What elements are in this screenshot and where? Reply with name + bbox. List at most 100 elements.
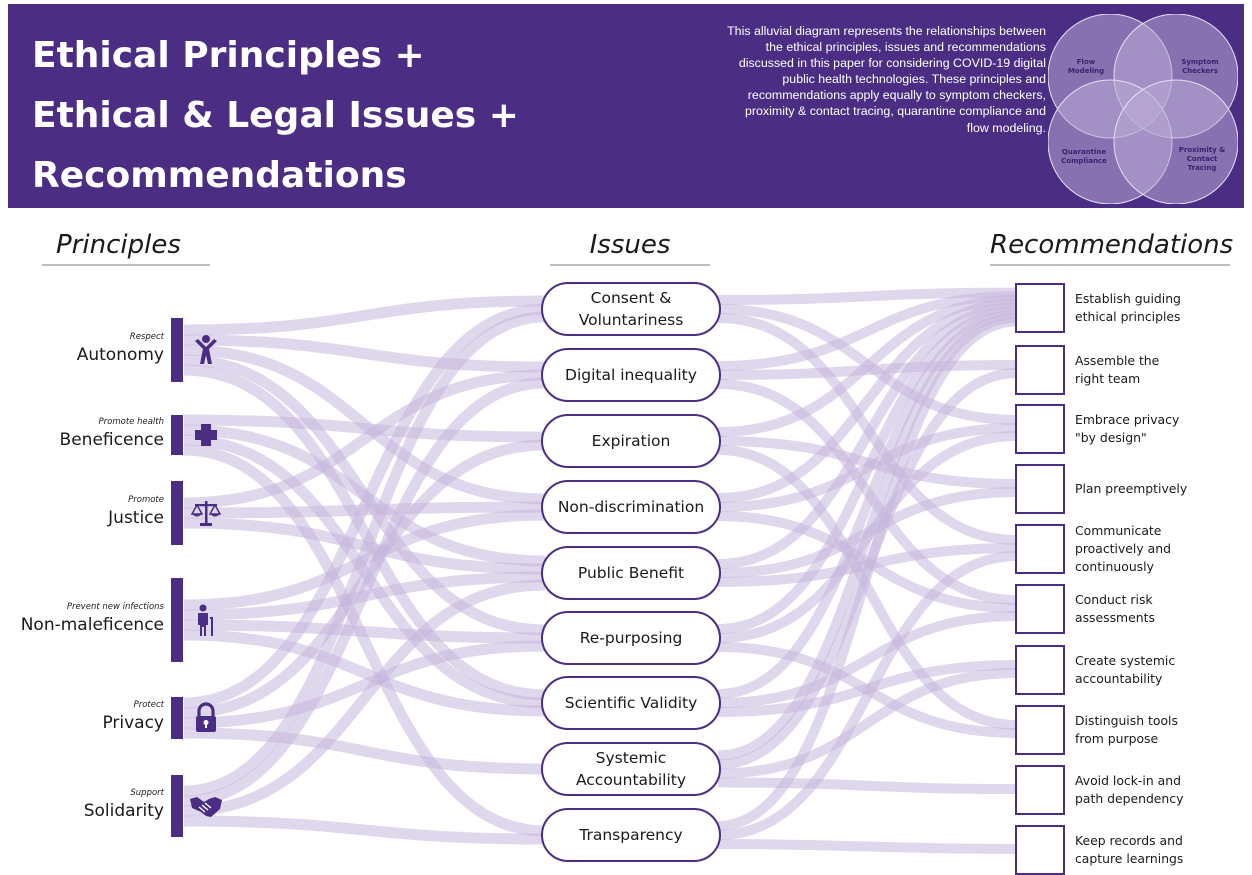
cross-icon xyxy=(189,418,223,452)
recommendation-label-line: path dependency xyxy=(1075,791,1184,806)
principle-qualifier: Protect xyxy=(133,700,164,710)
issue-node: Transparency xyxy=(541,808,721,862)
page-title-line: Ethical Principles + xyxy=(32,35,425,76)
recommendation-label: Conduct risk assessments xyxy=(1075,591,1245,627)
flow-principle-to-issue xyxy=(183,311,546,797)
issue-label: Digital inequality xyxy=(565,366,697,384)
header-banner: Ethical Principles +Ethical & Legal Issu… xyxy=(8,4,1244,208)
diagram-description: This alluvial diagram represents the rel… xyxy=(727,24,1046,135)
flow-principle-to-issue xyxy=(183,364,546,701)
flow-principle-to-issue xyxy=(183,629,546,717)
flow-principle-to-issue xyxy=(183,444,546,837)
principle-name: Autonomy xyxy=(76,345,164,365)
flow-issue-to-recommendation xyxy=(717,302,1018,569)
principle-qualifier: Promote health xyxy=(98,417,164,427)
recommendation-label-line: continuously xyxy=(1075,559,1154,574)
flow-issue-to-recommendation xyxy=(717,298,1018,503)
principle-bar xyxy=(171,697,183,739)
checkbox-square xyxy=(1015,464,1065,514)
issue-node: Public Benefit xyxy=(541,546,721,600)
handshake-icon xyxy=(189,789,223,823)
principle-name: Solidarity xyxy=(83,801,164,821)
issue-node: Non-discrimination xyxy=(541,480,721,534)
person-icon xyxy=(189,333,223,367)
recommendation-item: Keep records and capture learnings xyxy=(1015,825,1245,875)
scales-icon xyxy=(189,496,223,530)
flow-principle-to-issue xyxy=(183,369,546,509)
principle-name: Beneficence xyxy=(59,430,164,450)
recommendation-label-line: Establish guiding xyxy=(1075,291,1181,306)
issue-node: Consent &Voluntariness xyxy=(541,282,721,336)
flow-principle-to-issue xyxy=(183,619,546,644)
flow-principle-to-issue xyxy=(183,640,546,729)
issue-node: Expiration xyxy=(541,414,721,468)
issue-label: Systemic xyxy=(595,749,667,767)
flow-principle-to-issue xyxy=(183,579,546,817)
lock-icon xyxy=(189,701,223,735)
recommendation-label-line: Assemble the xyxy=(1075,353,1160,368)
venn-circle-proximity-tracing xyxy=(1113,79,1238,204)
recommendation-label-line: Create systemic xyxy=(1075,653,1176,668)
principle-bar xyxy=(171,775,183,837)
issue-label: Non-discrimination xyxy=(557,498,705,516)
recommendation-label-line: assessments xyxy=(1075,610,1155,625)
recommendation-label-line: capture learnings xyxy=(1075,851,1184,866)
page-title-line: Recommendations xyxy=(32,155,407,196)
checkbox-square xyxy=(1015,765,1065,815)
recommendation-label-line: Avoid lock-in and xyxy=(1075,773,1181,788)
checkbox-square xyxy=(1015,404,1065,454)
recommendation-item: Plan preemptively xyxy=(1015,464,1245,514)
recommendation-label: Establish guiding ethical principles xyxy=(1075,290,1245,326)
recommendation-label: Avoid lock-in and path dependency xyxy=(1075,772,1245,808)
elderly-icon xyxy=(189,603,223,637)
recommendation-label: Plan preemptively xyxy=(1075,480,1245,498)
checkbox-square xyxy=(1015,345,1065,395)
flow-issue-to-recommendation xyxy=(717,551,1018,840)
recommendation-label-line: Communicate xyxy=(1075,523,1162,538)
issue-label: Voluntariness xyxy=(578,311,684,329)
flow-issue-to-recommendation xyxy=(717,309,1018,699)
recommendation-label-line: from purpose xyxy=(1075,731,1159,746)
issue-label: Expiration xyxy=(591,432,671,450)
page-title: Ethical Principles +Ethical & Legal Issu… xyxy=(32,26,519,206)
flow-issue-to-recommendation xyxy=(717,305,1018,634)
checkbox-square xyxy=(1015,645,1065,695)
issue-node: Scientific Validity xyxy=(541,676,721,730)
flow-issue-to-recommendation xyxy=(717,294,1018,437)
flow-principle-to-issue xyxy=(183,334,546,373)
flow-principle-to-issue xyxy=(183,303,546,709)
principle-bar xyxy=(171,318,183,382)
principle-name: Privacy xyxy=(102,713,164,733)
recommendation-label-line: Keep records and xyxy=(1075,833,1183,848)
recommendation-label-line: ethical principles xyxy=(1075,309,1181,324)
principle-qualifier: Promote xyxy=(128,495,164,505)
principle-qualifier: Support xyxy=(130,788,164,798)
checkbox-square xyxy=(1015,283,1065,333)
issue-node: Re-purposing xyxy=(541,611,721,665)
recommendation-item: Establish guiding ethical principles xyxy=(1015,283,1245,333)
issues-column-header: Issues xyxy=(550,230,710,266)
issue-label: Scientific Validity xyxy=(564,694,698,712)
flow-issue-to-recommendation xyxy=(717,668,1018,779)
flow-principle-to-issue xyxy=(183,414,546,443)
flow-issue-to-recommendation xyxy=(717,839,1018,854)
recommendation-label-line: Conduct risk xyxy=(1075,592,1153,607)
recommendation-label: Keep records and capture learnings xyxy=(1075,832,1245,868)
flow-principle-to-issue xyxy=(183,815,546,845)
principle-bar xyxy=(171,415,183,455)
recommendation-label-line: right team xyxy=(1075,371,1141,386)
checkbox-square xyxy=(1015,524,1065,574)
issue-node: Digital inequality xyxy=(541,348,721,402)
recommendation-label-line: Embrace privacy xyxy=(1075,412,1180,427)
recommendation-item: Assemble the right team xyxy=(1015,345,1245,395)
recommendation-label-line: "by design" xyxy=(1075,430,1147,445)
principle-bar xyxy=(171,578,183,662)
